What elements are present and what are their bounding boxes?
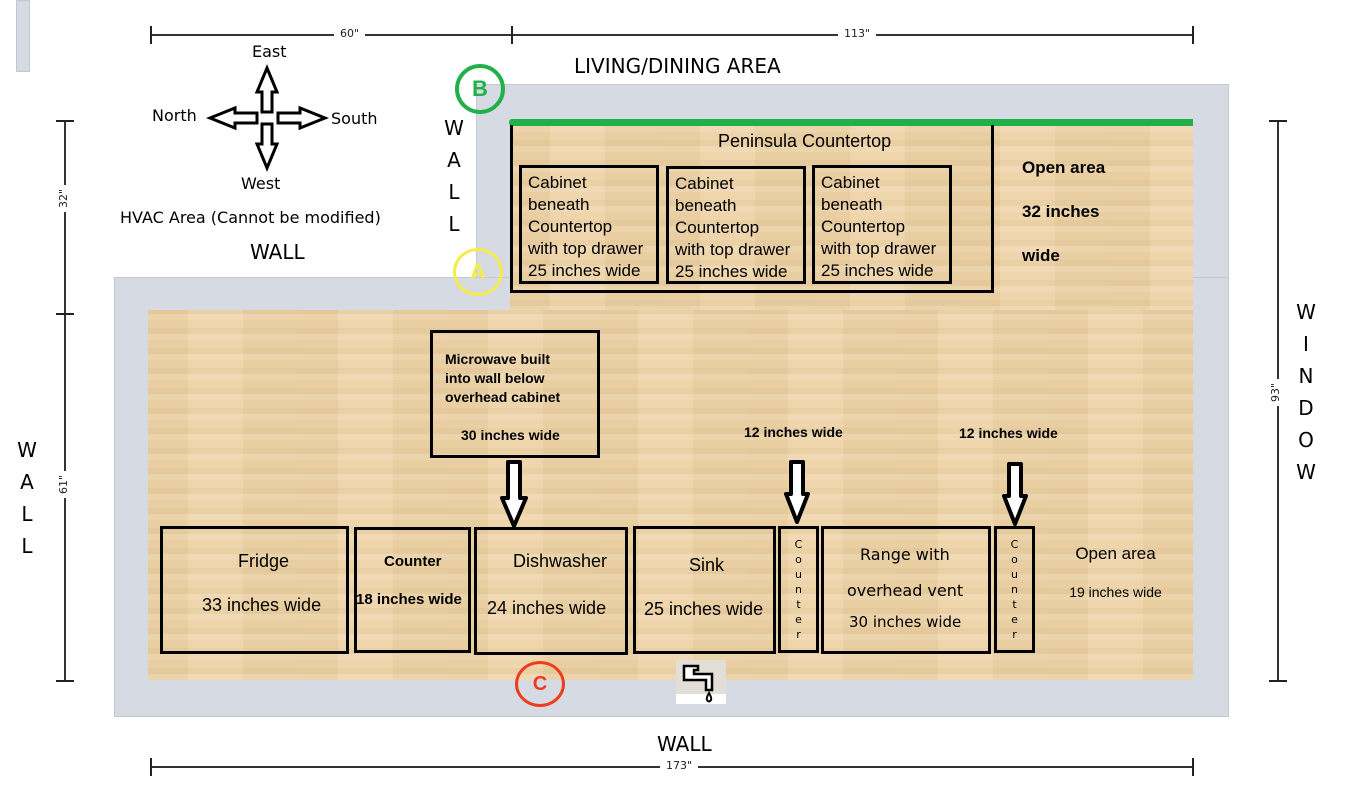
dim-32: 32"	[57, 184, 71, 213]
compass-east: East	[252, 42, 287, 61]
dim-93: 93"	[1269, 378, 1283, 407]
left-wall-label: W A L L	[17, 438, 37, 558]
compass-arrows-icon	[205, 64, 330, 172]
microwave-width: 30 inches wide	[461, 427, 560, 443]
peninsula-edge-line	[509, 119, 1193, 126]
dim-173: 173"	[660, 759, 699, 772]
narrow-counter-1: C o u n t e r	[778, 526, 819, 653]
compass-north: North	[152, 106, 197, 125]
compass-south: South	[331, 109, 378, 128]
peninsula-cabinet-1: Cabinet beneath Countertop with top draw…	[519, 165, 659, 284]
microwave: Microwave built into wall below overhead…	[430, 330, 600, 458]
peninsula-title: Peninsula Countertop	[718, 131, 892, 151]
counter1-width-label: 12 inches wide	[744, 424, 843, 440]
dim-60: 60"	[334, 27, 366, 40]
sink: Sink 25 inches wide	[633, 526, 776, 654]
microwave-arrow-icon	[500, 460, 528, 528]
floor-upper	[510, 122, 1193, 312]
narrow-counter-2: C o u n t e r	[994, 526, 1035, 653]
peninsula-cabinet-2: Cabinet beneath Countertop with top draw…	[666, 166, 806, 284]
range: Range with overhead vent 30 inches wide	[821, 526, 991, 654]
edge-strip	[16, 0, 30, 72]
faucet-icon	[676, 660, 726, 704]
peninsula-open-area: Open area 32 inches wide	[1022, 158, 1106, 265]
counter2-width-label: 12 inches wide	[959, 425, 1058, 441]
marker-c[interactable]: C	[515, 661, 565, 707]
hvac-wall-label: WALL	[250, 240, 305, 264]
dim-61: 61"	[57, 470, 71, 499]
living-dining-label: LIVING/DINING AREA	[574, 54, 781, 78]
peninsula-countertop: Peninsula Countertop	[510, 125, 994, 293]
hvac-label: HVAC Area (Cannot be modified)	[120, 208, 381, 227]
counter1-arrow-icon	[784, 460, 810, 524]
peninsula-cabinet-3: Cabinet beneath Countertop with top draw…	[812, 165, 952, 284]
fridge: Fridge 33 inches wide	[160, 526, 349, 654]
bottom-wall-label: WALL	[657, 732, 712, 756]
window-label: W I N D O W	[1296, 300, 1316, 484]
counter2-arrow-icon	[1002, 462, 1028, 526]
open-area-19: Open area 19 inches wide	[1069, 544, 1162, 600]
dishwasher: Dishwasher 24 inches wide	[474, 527, 628, 655]
dim-113: 113"	[838, 27, 877, 40]
marker-a[interactable]: A	[453, 248, 503, 296]
counter-18: Counter 18 inches wide	[354, 527, 471, 653]
inner-wall-label: W A L L	[444, 116, 464, 236]
marker-b[interactable]: B	[455, 64, 505, 114]
compass-west: West	[241, 174, 281, 193]
